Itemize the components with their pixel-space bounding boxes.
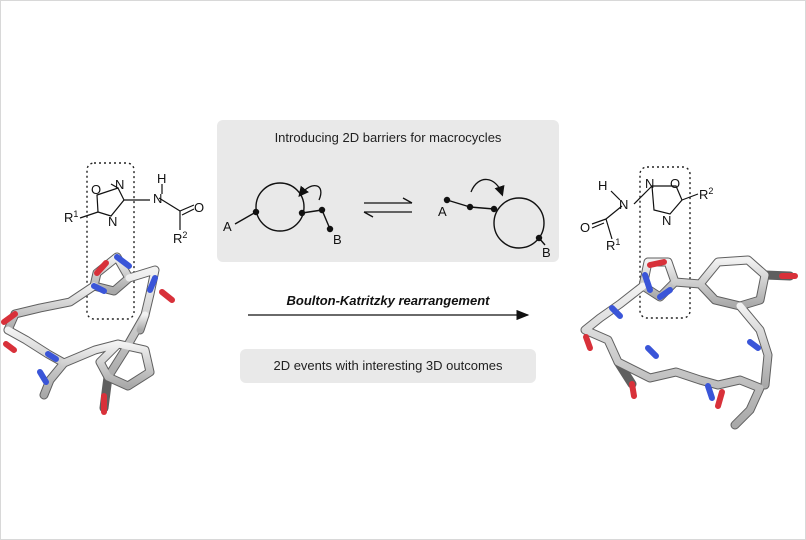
left-carbonyl-o: O — [194, 200, 204, 215]
left-h-atom: H — [157, 171, 166, 186]
equilibrium-arrows — [363, 197, 413, 218]
right-node-a — [443, 196, 451, 204]
right-label-b: B — [542, 245, 551, 260]
right-r1: R1 — [606, 237, 620, 253]
left-r2: R2 — [173, 230, 187, 246]
left-bond-b1 — [301, 209, 323, 214]
right-node-branch — [466, 203, 474, 211]
right-node-ring — [490, 205, 498, 213]
right-topology-scheme: A B — [438, 178, 551, 260]
left-bond-b2 — [321, 209, 331, 230]
right-focus-box — [639, 166, 691, 319]
left-curved-arrow — [298, 185, 322, 201]
left-label-a: A — [223, 219, 232, 234]
right-n2-atom: N — [662, 213, 671, 228]
right-o-atom: O — [670, 176, 680, 191]
left-bond-a — [234, 211, 257, 225]
left-node-ring — [298, 209, 306, 217]
right-h-atom: H — [598, 178, 607, 193]
right-carbonyl-o: O — [580, 220, 590, 235]
left-node-a — [252, 208, 260, 216]
right-label-a: A — [438, 204, 447, 219]
left-3d-stick-model — [1, 252, 175, 415]
right-3d-stick-model — [580, 255, 798, 430]
caption-text: 2D events with interesting 3D outcomes — [273, 358, 503, 373]
left-o-atom: O — [91, 182, 101, 197]
right-macrocycle-ring — [493, 197, 545, 249]
left-node-b — [326, 225, 334, 233]
reaction-name: Boulton-Katritzky rearrangement — [286, 293, 490, 308]
left-nh-atom: N — [153, 191, 162, 206]
left-r1: R1 — [64, 209, 78, 225]
left-label-b: B — [333, 232, 342, 247]
left-n2-atom: N — [108, 214, 117, 229]
right-node-b — [535, 234, 543, 242]
right-r2: R2 — [699, 186, 713, 202]
left-macrocycle-ring — [255, 182, 305, 232]
right-oxadiazole-structure — [591, 185, 699, 240]
caption-box: 2D events with interesting 3D outcomes — [240, 349, 536, 383]
panel-title: Introducing 2D barriers for macrocycles — [274, 130, 502, 145]
left-oxadiazole-structure — [79, 183, 195, 230]
left-topology-scheme: A B — [223, 182, 342, 247]
right-n1-atom: N — [645, 176, 654, 191]
left-focus-box — [86, 162, 135, 320]
left-n1-atom: N — [115, 177, 124, 192]
right-bond-a1 — [446, 199, 471, 208]
right-bond-a2 — [469, 206, 495, 210]
right-curved-arrow — [470, 178, 505, 197]
left-node-branch — [318, 206, 326, 214]
right-nh-atom: N — [619, 197, 628, 212]
